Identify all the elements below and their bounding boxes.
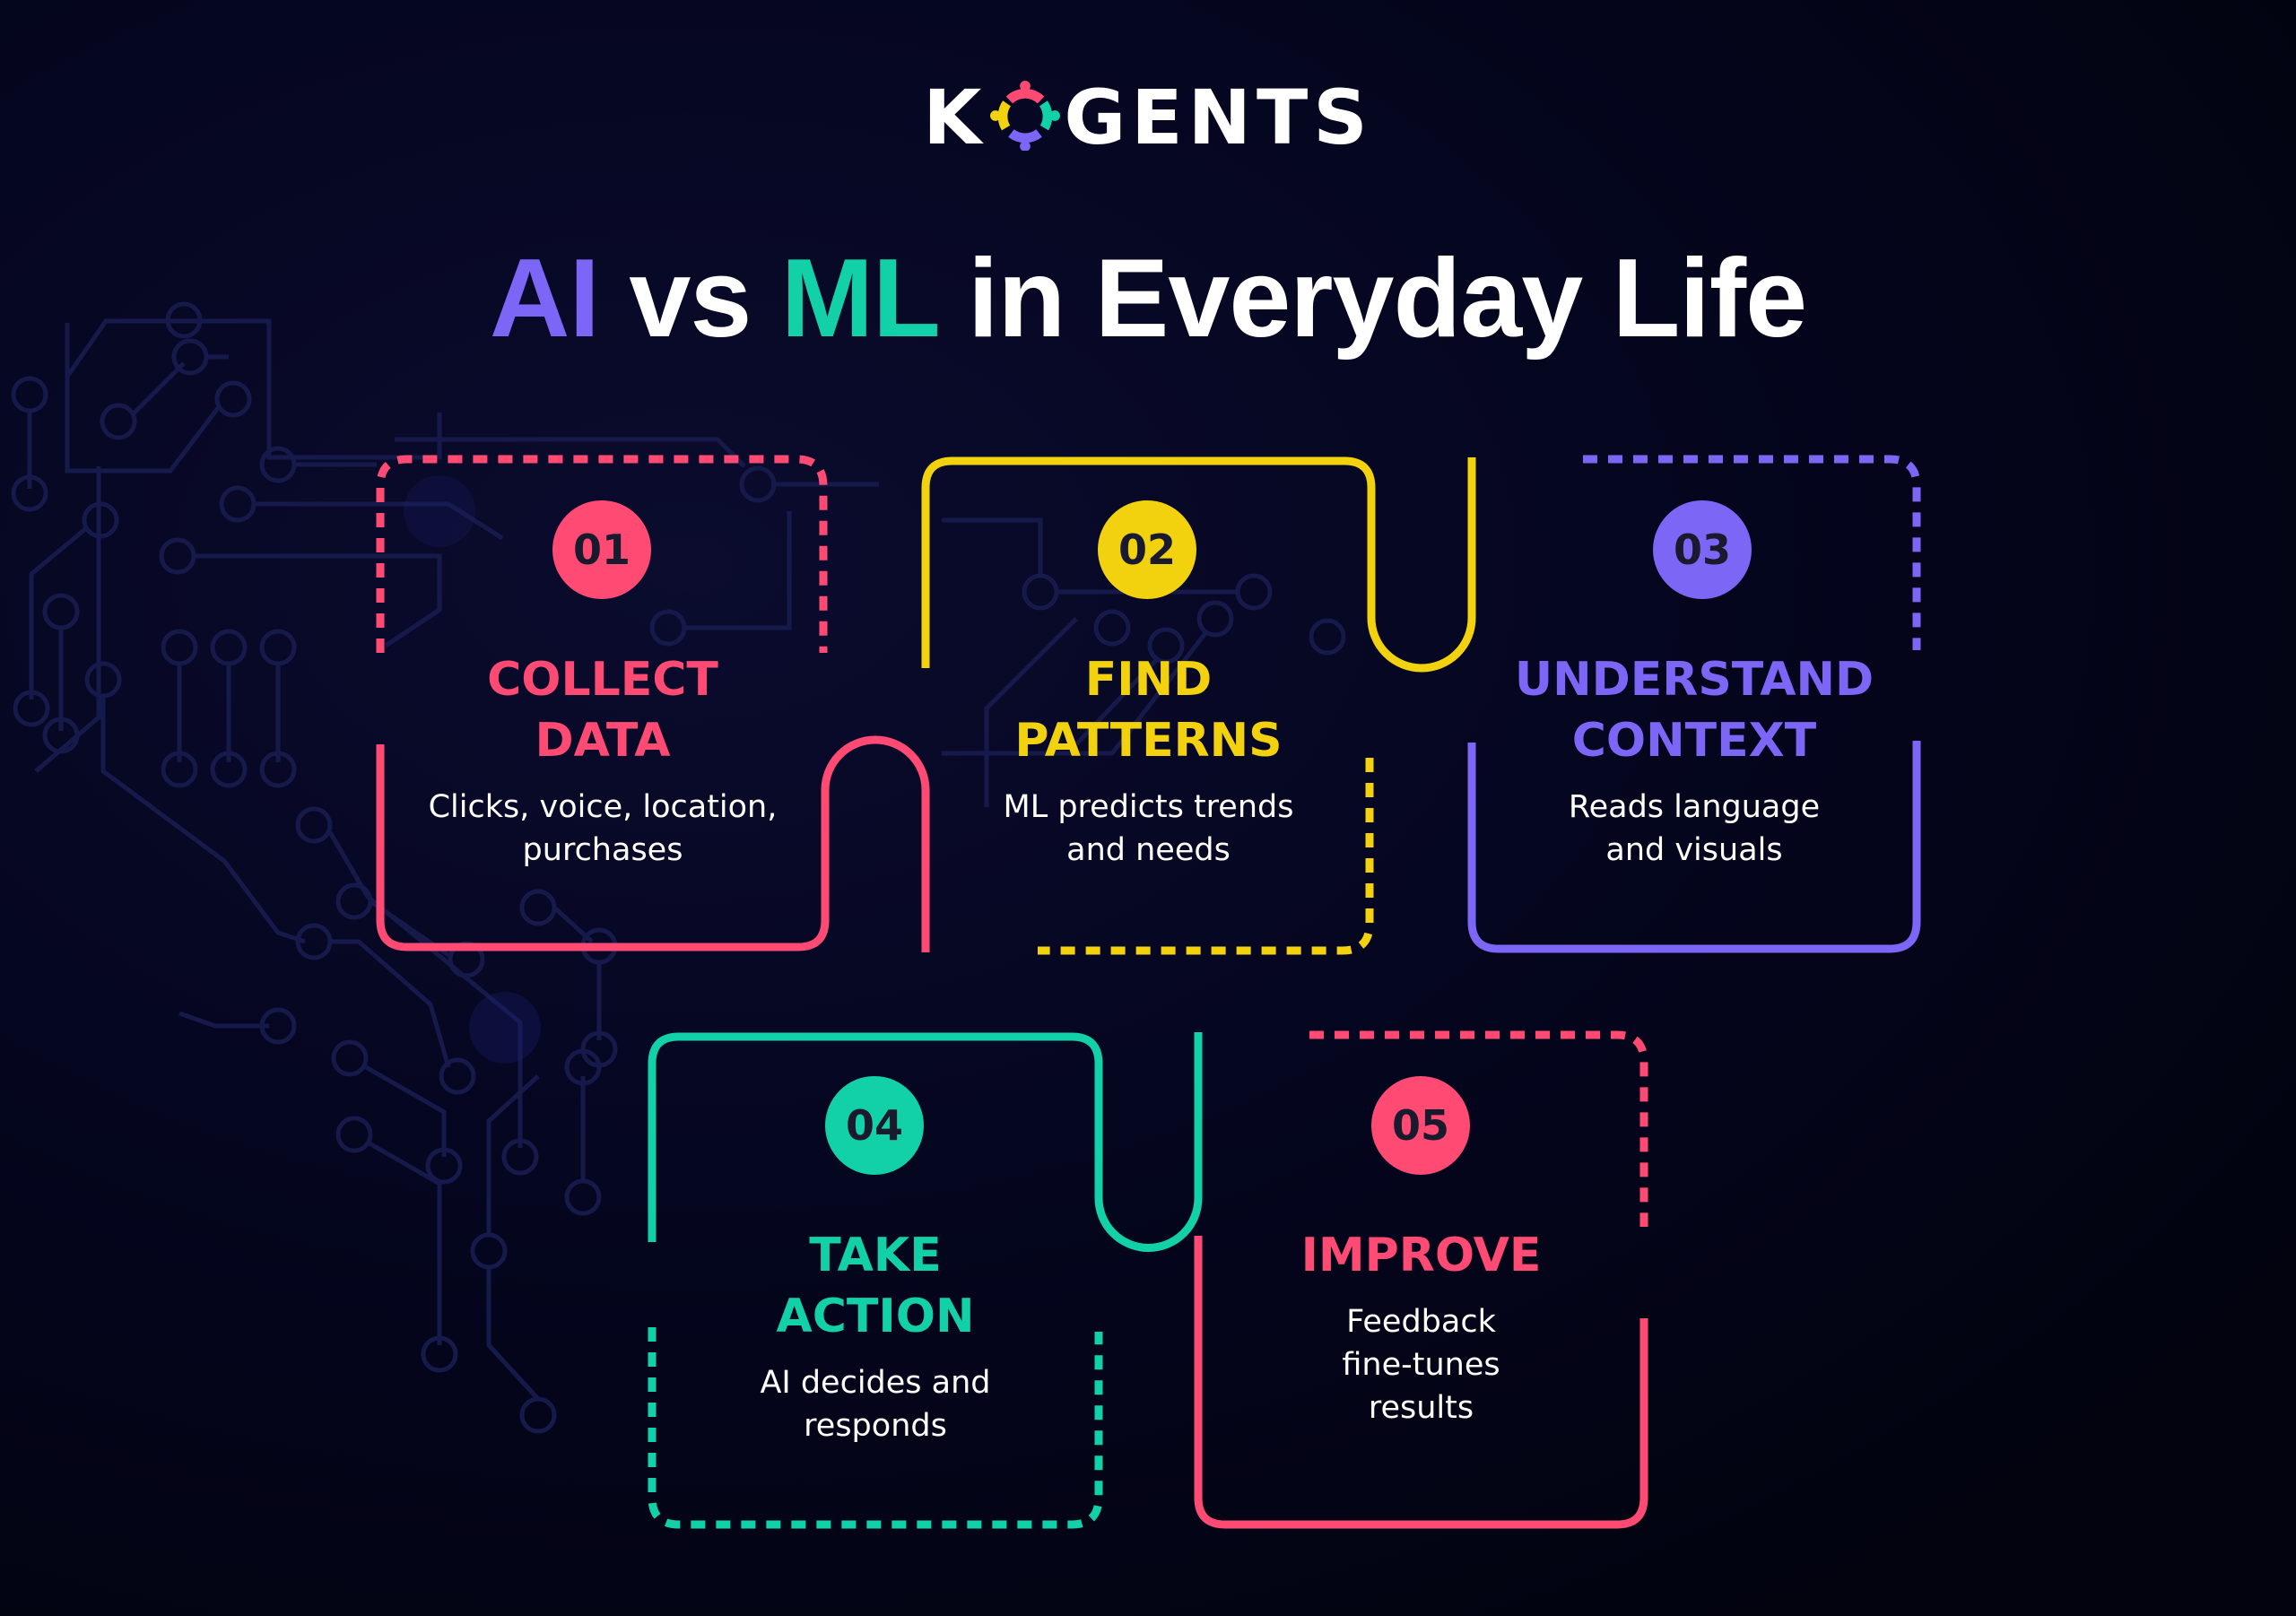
logo-letter-k: K — [923, 74, 987, 161]
step-1-number-badge: 01 — [552, 500, 651, 599]
step-4-number-badge: 04 — [825, 1076, 924, 1175]
step-5-heading: IMPROVE — [1300, 1229, 1542, 1282]
card-1-solid-border — [376, 735, 930, 952]
title-vs: vs — [598, 237, 781, 361]
card-3-dashed-border — [1583, 455, 1921, 650]
step-4-heading: TAKE ACTION — [776, 1229, 975, 1343]
logo-letters-gents: GENTS — [1064, 74, 1373, 161]
step-4-description: AI decides and responds — [760, 1365, 991, 1444]
card-1-dashed-border — [376, 455, 828, 653]
step-2-description: ML predicts trends and needs — [1003, 789, 1294, 868]
card-3-solid-border — [1467, 741, 1921, 953]
card-2-solid-border — [921, 456, 1476, 673]
step-2-number-badge: 02 — [1098, 500, 1196, 599]
page-title: AI vs ML in Everyday Life — [0, 235, 2296, 362]
step-5-number-badge: 05 — [1371, 1076, 1470, 1175]
step-1-heading: COLLECT DATA — [487, 653, 718, 768]
title-ai: AI — [489, 237, 600, 361]
card-4-solid-border — [648, 1032, 1203, 1252]
title-ml: ML — [780, 237, 939, 361]
kogents-logo: K GENTS — [0, 74, 2296, 161]
title-rest: in Everyday Life — [937, 237, 1807, 361]
step-1-description: Clicks, voice, location, purchases — [428, 789, 778, 868]
step-5-description: Feedback fine-tunes results — [1342, 1304, 1500, 1426]
card-5-dashed-border — [1309, 1030, 1648, 1227]
step-2-heading: FIND PATTERNS — [1014, 653, 1283, 768]
card-2-dashed-border — [1038, 758, 1374, 955]
card-4-dashed-border — [648, 1327, 1103, 1529]
step-3-number-badge: 03 — [1653, 500, 1752, 599]
card-5-solid-border — [1194, 1236, 1648, 1529]
people-circle-icon — [990, 81, 1061, 151]
step-3-heading: UNDERSTAND CONTEXT — [1514, 653, 1874, 768]
step-3-description: Reads language and visuals — [1568, 789, 1821, 868]
